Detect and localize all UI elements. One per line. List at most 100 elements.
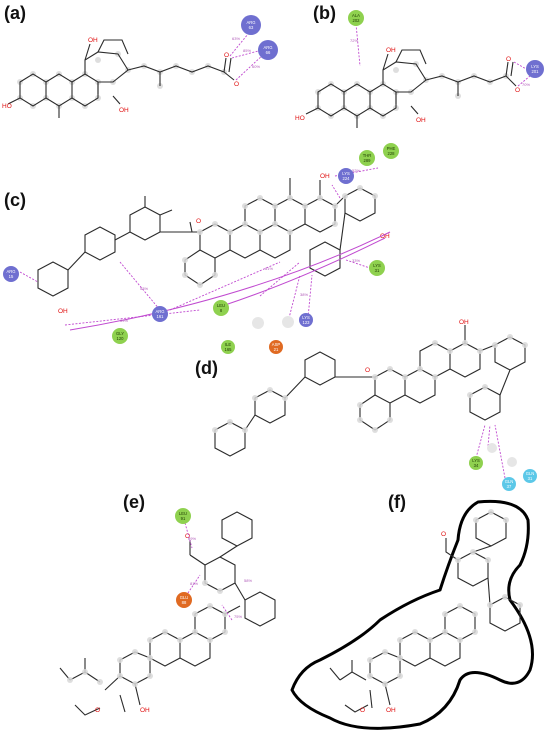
oxygen-f2: O (360, 707, 365, 714)
residue-gln-d1: GLN 37 (502, 477, 516, 491)
residue-number: 34 (474, 463, 479, 468)
residue-name: ASP (272, 342, 281, 347)
oxygen-e2: O (95, 707, 100, 714)
saponin-e (59, 511, 276, 716)
residue-number: 201 (532, 69, 540, 74)
panel-label-a: (a) (4, 3, 26, 23)
oxygen-c1: O (196, 218, 201, 225)
pct-b2: 70% (522, 82, 530, 87)
residue-name: GLU (180, 595, 189, 600)
residue-number: 15 (9, 274, 14, 279)
pct-e1: 69% (188, 536, 196, 541)
residue-number: 31 (528, 476, 533, 481)
residue-name: GLN (505, 479, 514, 484)
residue-lys-c1: LYS 224 (338, 168, 354, 184)
residue-name: GLY (116, 331, 124, 336)
oxygen-b1: O (506, 56, 511, 63)
residue-ile-c: ILE 165 (221, 340, 235, 354)
panel-label-e: (e) (123, 492, 145, 512)
residue-number: 37 (507, 484, 512, 489)
hydroxyl-b1: OH (386, 47, 396, 54)
panel-a: (a) (2, 3, 278, 118)
panel-label-c: (c) (4, 190, 26, 210)
residue-number: 161 (157, 314, 165, 319)
residue-number: 123 (303, 320, 311, 325)
residue-arg-c2: ARG 15 (3, 266, 19, 282)
residue-arg-a1: ARG 63 (241, 15, 261, 35)
residue-ala-b: ALA 202 (348, 10, 364, 26)
residue-number: 8 (220, 308, 223, 313)
residue-lys-c3: LYS 123 (299, 313, 313, 327)
oxygen-b2: O (515, 87, 520, 94)
hydroxyl-a2: HO (2, 103, 12, 110)
oxygen-a1: O (224, 52, 229, 59)
residue-name: ALA (352, 13, 360, 18)
residue-leu-e: LEU 91 (175, 508, 191, 524)
pct-c1: 52% (352, 168, 360, 173)
residue-arg-c1: ARG 161 (152, 306, 168, 322)
residue-number: 228 (388, 151, 396, 156)
steroid-core-a (7, 39, 235, 118)
residue-name: LEU (179, 511, 187, 516)
saponin-d (212, 325, 528, 457)
pct-e2: 81% (190, 581, 198, 586)
residue-name: THR (363, 153, 372, 158)
residue-asp-c: ASP 21 (269, 340, 283, 354)
panel-c: (c) (3, 143, 399, 354)
residue-phe-c: PHE 228 (383, 143, 399, 159)
binding-region-outline (290, 499, 534, 730)
water-c2 (282, 316, 294, 328)
oxygen-f1: O (441, 531, 446, 538)
residue-name: LEU (217, 303, 225, 308)
residue-arg-a2: ARG 66 (258, 40, 278, 60)
hydroxyl-a1: OH (88, 37, 98, 44)
hydroxyl-f1: OH (386, 707, 396, 714)
hydroxyl-d1: OH (459, 319, 469, 326)
water-d2 (507, 457, 517, 467)
saponin-f (329, 509, 523, 713)
residue-number: 63 (249, 25, 254, 30)
panel-label-b: (b) (313, 3, 336, 23)
residue-name: ARG (246, 20, 255, 25)
residue-number: 66 (266, 50, 271, 55)
pct-c5: 69% (120, 318, 128, 323)
hydroxyl-c2: OH (58, 308, 68, 315)
water-c1 (252, 317, 264, 329)
residue-name: PHE (387, 146, 396, 151)
residue-number: 88 (182, 600, 187, 605)
steroid-core-b (305, 49, 517, 128)
pct-c2: 53% (140, 286, 148, 291)
panel-label-d: (d) (195, 358, 218, 378)
residue-number: 224 (343, 176, 351, 181)
panel-d: (d) (195, 319, 537, 491)
water-d1 (487, 443, 497, 453)
residue-name: LYS (302, 315, 310, 320)
pct-e3: 58% (244, 578, 252, 583)
residue-gly-c: GLY 120 (112, 328, 128, 344)
residue-name: ARG (6, 269, 15, 274)
panel-b: (b) (295, 3, 544, 128)
residue-number: 165 (225, 347, 233, 352)
residue-glu-e: GLU 88 (176, 592, 192, 608)
residue-leu-c: LEU 8 (213, 300, 229, 316)
residue-number: 120 (117, 336, 125, 341)
oxygen-e1: O (185, 533, 190, 540)
residue-number: 21 (274, 347, 279, 352)
residue-name: LYS (472, 458, 480, 463)
residue-lys-c2: LYS 31 (369, 260, 385, 276)
residue-name: ILE (225, 342, 231, 347)
residue-name: ARG (155, 309, 164, 314)
pct-a1: 63% (232, 36, 240, 41)
hydroxyl-c1: OH (320, 173, 330, 180)
residue-number: 31 (375, 268, 380, 273)
hydroxyl-e1: OH (140, 707, 150, 714)
panel-f: (f) (290, 492, 534, 730)
panel-label-f: (f) (388, 492, 406, 512)
hydroxyl-b3: OH (416, 117, 426, 124)
residue-gln-d2: GLN 31 (523, 469, 537, 483)
residue-number: 202 (353, 18, 361, 23)
residue-number: 289 (364, 158, 372, 163)
saponin-c (37, 178, 378, 297)
residue-name: LYS (342, 171, 350, 176)
